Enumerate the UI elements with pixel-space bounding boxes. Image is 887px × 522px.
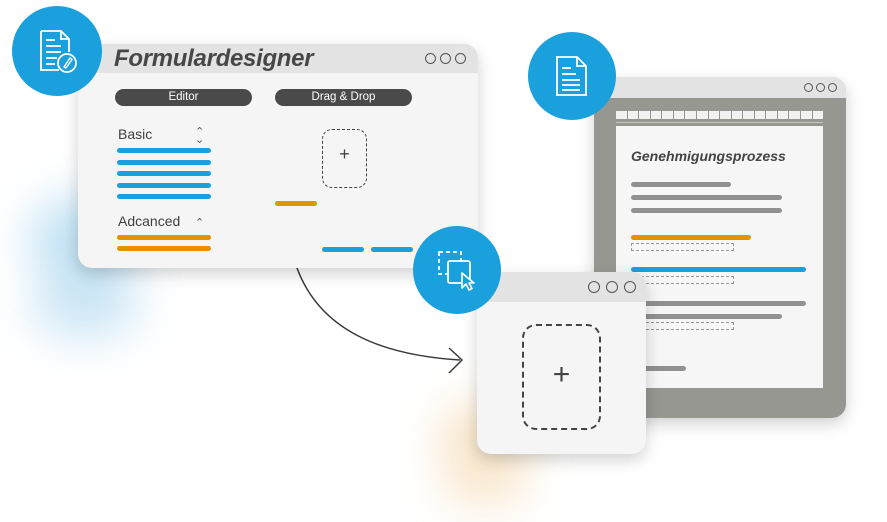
window-control-dot[interactable] bbox=[828, 83, 837, 92]
dropzone[interactable] bbox=[322, 129, 367, 188]
document-title: Genehmigungsprozess bbox=[631, 148, 786, 164]
field-label-blue bbox=[631, 267, 806, 272]
ruler bbox=[616, 111, 824, 119]
text-line bbox=[631, 208, 782, 213]
form-field-placeholder[interactable] bbox=[631, 322, 734, 330]
window-control-dot[interactable] bbox=[588, 281, 600, 293]
document-page: Genehmigungsprozess bbox=[616, 126, 823, 388]
chevron-up-down-icon[interactable]: ⌃⌄ bbox=[195, 126, 205, 146]
plus-icon: + bbox=[552, 358, 571, 391]
dragged-field-blue[interactable] bbox=[322, 247, 364, 252]
document-edit-icon bbox=[12, 6, 102, 96]
ruler-divider bbox=[616, 122, 823, 123]
text-line bbox=[631, 195, 782, 200]
chevron-up-icon[interactable]: ⌃ bbox=[195, 217, 205, 229]
decorative-blue-blob bbox=[30, 270, 140, 340]
basic-field-item[interactable] bbox=[117, 194, 211, 199]
dragged-field-blue[interactable] bbox=[371, 247, 413, 252]
advanced-field-item[interactable] bbox=[117, 235, 211, 240]
text-line bbox=[631, 314, 782, 319]
basic-field-item[interactable] bbox=[117, 160, 211, 165]
form-field-placeholder[interactable] bbox=[631, 276, 734, 284]
tab-editor[interactable]: Editor bbox=[115, 89, 252, 106]
window-control-dot[interactable] bbox=[624, 281, 636, 293]
basic-field-item[interactable] bbox=[117, 148, 211, 153]
window-control-dot[interactable] bbox=[816, 83, 825, 92]
window-control-dot[interactable] bbox=[425, 53, 436, 64]
section-advanced-label[interactable]: Adcanced bbox=[118, 213, 181, 229]
form-field-placeholder[interactable] bbox=[631, 243, 734, 251]
text-line bbox=[631, 366, 686, 371]
document-window-titlebar bbox=[594, 77, 846, 98]
advanced-field-item[interactable] bbox=[117, 246, 211, 251]
drop-window-titlebar bbox=[477, 272, 646, 302]
drop-target-window: + bbox=[477, 272, 646, 454]
tab-drag-drop[interactable]: Drag & Drop bbox=[275, 89, 412, 106]
basic-field-item[interactable] bbox=[117, 171, 211, 176]
text-line bbox=[631, 301, 806, 306]
document-icon bbox=[528, 32, 616, 120]
section-basic-label[interactable]: Basic bbox=[118, 126, 153, 142]
text-line bbox=[631, 182, 731, 187]
drag-drop-icon bbox=[413, 226, 501, 314]
window-control-dot[interactable] bbox=[606, 281, 618, 293]
document-window: Genehmigungsprozess bbox=[594, 77, 846, 418]
decorative-orange-blob bbox=[440, 450, 530, 510]
window-title: Formulardesigner bbox=[114, 45, 314, 72]
window-controls bbox=[804, 83, 837, 92]
window-control-dot[interactable] bbox=[455, 53, 466, 64]
dragged-field-orange[interactable] bbox=[275, 201, 317, 206]
field-label-orange bbox=[631, 235, 751, 240]
window-controls bbox=[425, 53, 466, 64]
form-designer-window: Formulardesigner Editor Drag & Drop Basi… bbox=[78, 44, 478, 268]
window-control-dot[interactable] bbox=[440, 53, 451, 64]
window-controls bbox=[588, 281, 636, 293]
dropzone-large[interactable] bbox=[522, 324, 601, 430]
form-designer-titlebar: Formulardesigner bbox=[78, 44, 478, 73]
basic-field-item[interactable] bbox=[117, 183, 211, 188]
plus-icon: + bbox=[339, 144, 350, 164]
window-control-dot[interactable] bbox=[804, 83, 813, 92]
